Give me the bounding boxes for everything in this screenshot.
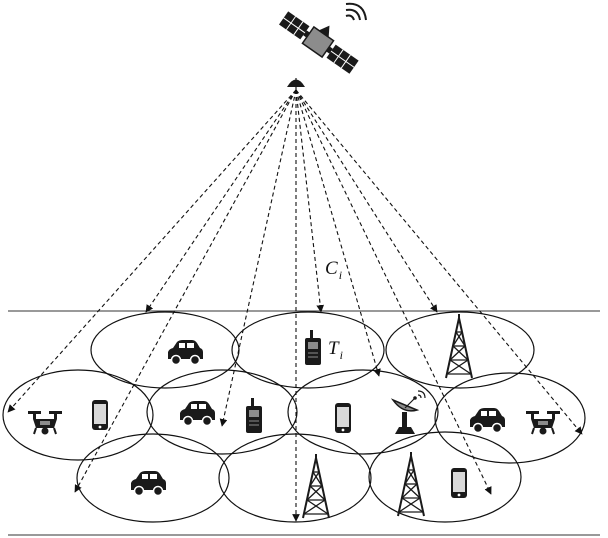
cell-tower-icon — [302, 453, 330, 519]
coverage-cell — [90, 311, 240, 389]
beam-arrow — [74, 89, 297, 493]
drone-icon — [525, 410, 561, 436]
car-icon — [469, 407, 506, 434]
beam-label-main: C — [325, 258, 338, 279]
coverage-cell — [231, 311, 385, 389]
satellite-dish-icon — [390, 390, 426, 434]
car-icon — [167, 339, 204, 366]
satellite-icon — [279, 11, 359, 74]
beam-arrow — [295, 89, 583, 435]
beam-arrow — [295, 89, 492, 495]
beam-arrow — [219, 89, 297, 427]
smartphone-icon — [335, 403, 351, 433]
coverage-cell — [287, 369, 439, 455]
coverage-cell — [76, 433, 230, 523]
coverage-cell — [368, 431, 522, 523]
signal-waves-icon — [345, 2, 367, 21]
coverage-cells — [2, 311, 586, 523]
cell-tower-icon — [445, 313, 473, 379]
terminal-label-main: T — [328, 338, 339, 359]
beam-label-subscript: i — [338, 268, 343, 282]
terminal-label-subscript: i — [339, 348, 343, 362]
coverage-cell — [434, 372, 586, 464]
car-icon — [179, 400, 216, 427]
coverage-cell — [385, 311, 535, 389]
beam-arrow — [145, 89, 297, 313]
car-icon — [130, 470, 167, 497]
coverage-cell — [218, 433, 372, 523]
smartphone-icon — [451, 468, 467, 498]
terminal-label: Ti — [328, 338, 343, 361]
beam-arrow — [295, 89, 325, 313]
coverage-cell — [2, 369, 154, 461]
cell-tower-icon — [397, 451, 425, 517]
drone-icon — [27, 410, 63, 436]
smartphone-icon — [92, 400, 108, 430]
coverage-cell — [146, 369, 298, 455]
beam-arrow — [295, 89, 381, 377]
radio-icon — [304, 329, 322, 366]
beam-arrow — [295, 89, 438, 313]
satellite-beams — [7, 89, 583, 522]
radio-icon — [245, 397, 263, 434]
beam-arrow — [7, 89, 297, 413]
beam-label: Ci — [325, 258, 342, 281]
